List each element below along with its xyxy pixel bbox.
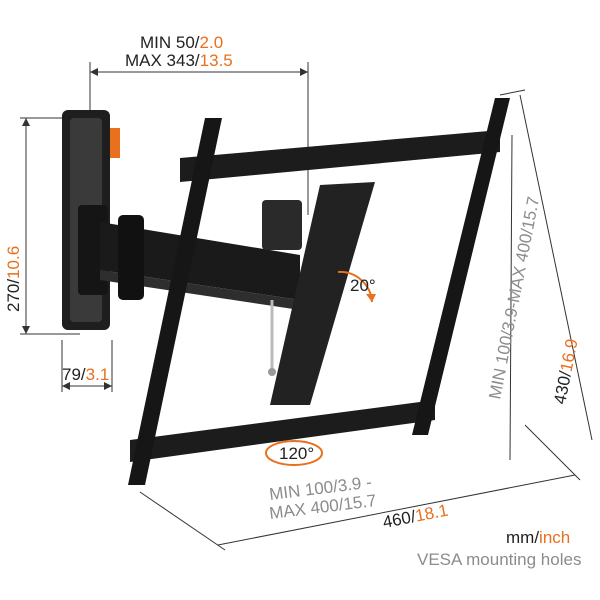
depth-max-label: MAX 343/13.5 <box>125 51 233 70</box>
height-label: 270/10.6 <box>4 246 23 312</box>
dimension-arrows <box>22 68 308 390</box>
swivel-arm <box>100 215 300 310</box>
swivel-arrow-icon <box>265 440 323 466</box>
arrow-head <box>22 326 30 334</box>
top-crossbar <box>180 130 500 182</box>
arrow-head <box>22 118 30 126</box>
arm-edge <box>100 270 300 310</box>
tilt-indicator: 20° <box>337 270 376 303</box>
legend-units: mm/inch <box>506 528 570 547</box>
width-dimension-line <box>217 474 576 546</box>
vesa-vertical-label: MIN 100/3.9-MAX 400/15.7 <box>485 195 543 401</box>
arm-joint <box>118 215 144 300</box>
bottom-crossbar <box>130 400 435 462</box>
vesa-vertical-line <box>509 134 513 461</box>
arrow-head <box>104 382 112 390</box>
legend-caption: VESA mounting holes <box>417 550 581 569</box>
legend: mm/inch VESA mounting holes <box>417 528 581 569</box>
total-height-top-extension <box>499 89 526 96</box>
total-height-label: 430/16.9 <box>550 337 581 406</box>
level-tab <box>110 128 120 158</box>
arrow-head <box>62 382 70 390</box>
arm-upper <box>100 222 300 300</box>
right-upright <box>412 98 510 435</box>
tilt-hinge <box>262 200 302 250</box>
width-right-extension <box>524 424 581 481</box>
arrow-head <box>90 68 98 76</box>
depth-min-label: MIN 50/2.0 <box>140 33 223 52</box>
width-left-extension <box>139 491 226 551</box>
dimension-lines <box>20 62 593 551</box>
left-upright <box>128 118 222 485</box>
tilt-arrowhead-icon <box>366 294 376 302</box>
tilt-angle-label: 20° <box>350 276 376 295</box>
plate-width-label: 79/3.1 <box>62 365 109 384</box>
total-height-dimension-line <box>519 94 593 441</box>
width-label: 460/18.1 <box>381 501 450 532</box>
swivel-angle-label: 120° <box>279 444 314 463</box>
screw-head <box>268 368 276 376</box>
swivel-indicator: 120° <box>265 440 323 466</box>
wall-plate <box>62 110 120 330</box>
tilt-column <box>270 182 375 405</box>
tv-bracket <box>128 98 510 485</box>
arrow-head <box>300 68 308 76</box>
